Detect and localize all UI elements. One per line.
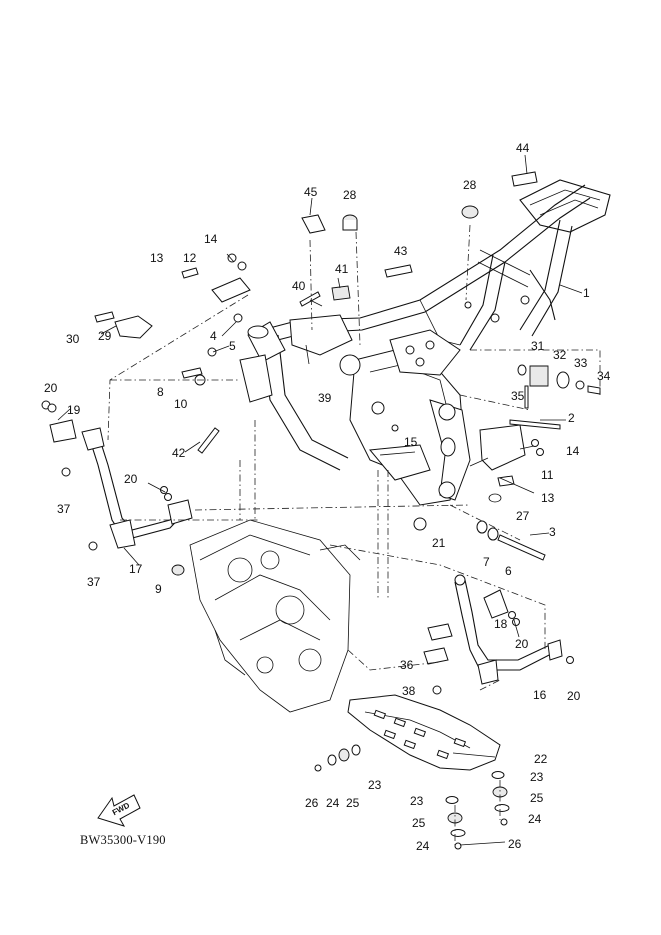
rear-engine-guard [454,574,563,685]
reference-lines [107,224,601,845]
callout-numbers: 1 2 3 4 5 6 7 8 9 10 11 12 13 13 14 14 1… [44,141,611,853]
callout-37-lower: 37 [87,575,101,589]
callout-27: 27 [516,509,530,523]
callout-43: 43 [394,244,408,258]
callout-21: 21 [432,536,446,550]
callout-44: 44 [516,141,530,155]
front-engine-guard [81,427,193,549]
callout-5: 5 [229,339,236,353]
callout-23-left: 23 [368,778,382,792]
callout-26-right: 26 [508,837,522,851]
callout-13-right: 13 [541,491,555,505]
callout-9: 9 [155,582,162,596]
callout-41: 41 [335,262,349,276]
callout-11: 11 [541,468,554,482]
callout-37-upper: 37 [57,502,71,516]
callout-38: 38 [402,684,416,698]
callout-25-mid: 25 [412,816,426,830]
callout-22: 22 [534,752,548,766]
callout-10: 10 [174,397,188,411]
callout-13-left: 13 [150,251,164,265]
callout-20-left: 20 [44,381,58,395]
callout-6: 6 [505,564,512,578]
callout-32: 32 [553,348,567,362]
callout-40: 40 [292,279,306,293]
callout-23-right: 23 [530,770,544,784]
callout-45: 45 [304,185,318,199]
callout-30: 30 [66,332,80,346]
callout-19: 19 [67,403,81,417]
callout-16: 16 [533,688,547,702]
callout-42: 42 [172,446,186,460]
leader-lines [57,154,583,846]
callout-28-right: 28 [463,178,477,192]
callout-28-left: 28 [343,188,357,202]
callout-17: 17 [129,562,143,576]
diagram-code: BW35300-V190 [80,833,166,847]
callout-24-mid: 24 [416,839,430,853]
callout-20-right1: 20 [515,637,529,651]
callout-4: 4 [210,329,217,343]
callout-34: 34 [597,369,611,383]
callout-3: 3 [549,525,556,539]
callout-1: 1 [583,286,590,300]
callout-18: 18 [494,617,508,631]
callout-35: 35 [511,389,525,403]
engine-outline [189,519,361,713]
callout-23-mid: 23 [410,794,424,808]
callout-33: 33 [574,356,588,370]
callout-2: 2 [568,411,575,425]
callout-20-right2: 20 [567,689,581,703]
callout-25-right: 25 [530,791,544,805]
callout-14-right: 14 [566,444,580,458]
callout-15: 15 [404,435,418,449]
callout-8: 8 [157,385,164,399]
callout-24-left: 24 [326,796,340,810]
callout-39: 39 [318,391,332,405]
callout-12: 12 [183,251,197,265]
fwd-arrow: FWD [97,794,141,827]
main-frame [239,179,611,506]
callout-31: 31 [531,339,545,353]
small-parts [41,171,601,850]
callout-7: 7 [483,555,490,569]
skid-plate [347,694,501,771]
callout-29: 29 [98,329,112,343]
callout-20-middle: 20 [124,472,138,486]
callout-36: 36 [400,658,414,672]
callout-24-right: 24 [528,812,542,826]
callout-25-left: 25 [346,796,360,810]
callout-26-left: 26 [305,796,319,810]
callout-14-top: 14 [204,232,218,246]
